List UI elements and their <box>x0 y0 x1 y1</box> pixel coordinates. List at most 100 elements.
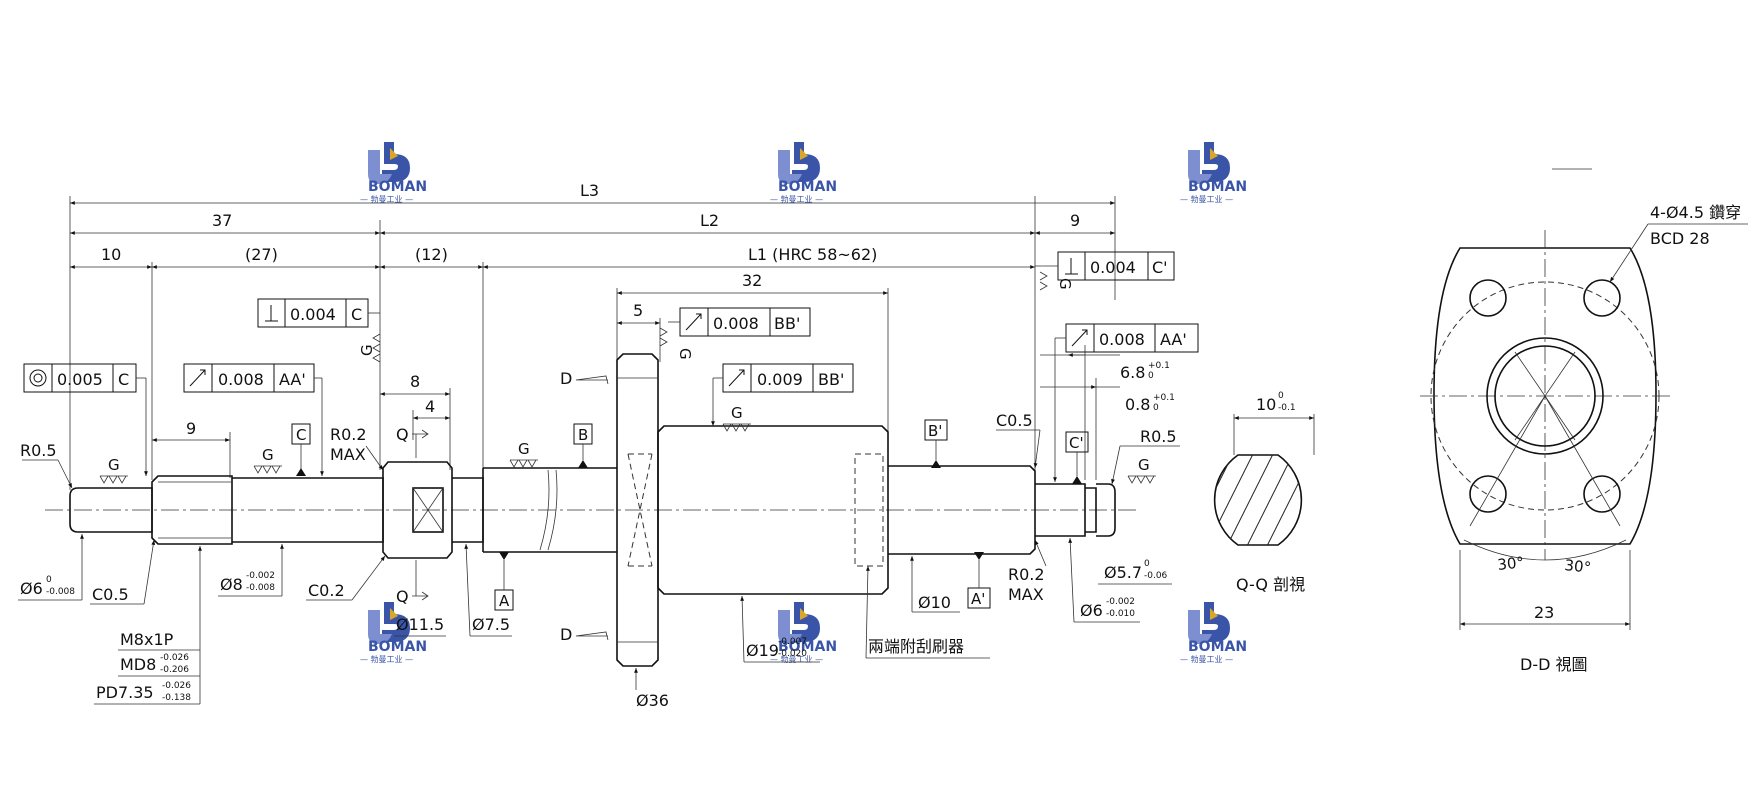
gdt-frame-runout-bb-flange: 0.008 BB' <box>668 307 811 337</box>
boman-logo: BOMAN — 勃曼工业 — <box>360 142 427 204</box>
dim-6-8: 6.8 <box>1120 363 1145 382</box>
dia36: Ø36 <box>636 691 669 710</box>
dia11-5: Ø11.5 <box>396 615 444 634</box>
svg-text:-0.06: -0.06 <box>1144 571 1168 581</box>
boman-logo: BOMAN — 勃曼工业 — <box>1180 142 1247 204</box>
dimension-texts: L3 37 L2 9 10 (27) (12) L1 (HRC 58~62) 3… <box>101 181 1175 438</box>
dim-0-8: 0.8 <box>1125 395 1150 414</box>
datum-b2: B' <box>928 422 942 440</box>
svg-text:-0.007: -0.007 <box>778 637 807 647</box>
dim-9-left: 9 <box>186 419 196 438</box>
dim-l3: L3 <box>580 181 599 200</box>
perpendicular-icon <box>1065 258 1078 275</box>
svg-text:0.005: 0.005 <box>57 370 103 389</box>
q-bottom: Q <box>396 587 409 606</box>
angle-30-left: 30° <box>1497 553 1525 574</box>
runout-icon <box>189 369 206 387</box>
svg-text:MAX: MAX <box>1008 585 1044 604</box>
svg-text:— 勃曼工业 —: — 勃曼工业 — <box>1180 194 1233 204</box>
dia19: Ø19 <box>746 641 779 660</box>
thread-pd: PD7.35 <box>96 683 154 702</box>
grinding-symbols: G G G G G G G G <box>99 271 1157 484</box>
note-wiper: 兩端附刮刷器 <box>868 637 964 656</box>
datum-c: C <box>296 426 306 444</box>
dim-10: 10 <box>101 245 121 264</box>
svg-text:G: G <box>518 440 530 458</box>
svg-text:G: G <box>731 404 743 422</box>
angle-30-right: 30° <box>1564 556 1592 577</box>
svg-text:0: 0 <box>1153 403 1159 413</box>
gdt-frame-runout-aa-left: 0.008 AA' <box>183 363 324 476</box>
svg-text:G: G <box>1056 278 1074 290</box>
ball-screw-shaft <box>45 353 1140 667</box>
bolt-hole <box>1469 475 1507 513</box>
dia8-left: Ø8 <box>220 575 243 594</box>
dia10: Ø10 <box>918 593 951 612</box>
svg-text:BB': BB' <box>818 370 844 389</box>
svg-text:BB': BB' <box>774 314 800 333</box>
gdt-frame-conc-c: 0.005 C <box>23 363 148 476</box>
svg-text:-0.026: -0.026 <box>162 681 191 691</box>
svg-text:— 勃曼工业 —: — 勃曼工业 — <box>360 194 413 204</box>
dim-4: 4 <box>425 397 435 416</box>
svg-text:-0.010: -0.010 <box>1106 609 1135 619</box>
d-bottom: D <box>560 625 572 644</box>
svg-text:-0.002: -0.002 <box>246 571 275 581</box>
svg-text:AA': AA' <box>279 370 306 389</box>
svg-text:— 勃曼工业 —: — 勃曼工业 — <box>360 654 413 664</box>
datum-c2: C' <box>1069 434 1084 452</box>
perpendicular-icon <box>265 305 278 322</box>
svg-text:C: C <box>351 305 362 324</box>
svg-text:-0.138: -0.138 <box>162 693 191 703</box>
svg-text:0.009: 0.009 <box>757 370 803 389</box>
thread-m8: M8x1P <box>120 630 174 649</box>
note-c05-top: C0.5 <box>996 411 1033 430</box>
dimension-lines <box>69 196 1120 490</box>
svg-text:BOMAN: BOMAN <box>778 179 837 195</box>
dia5-7: Ø5.7 <box>1104 563 1142 582</box>
datum-a: A <box>499 592 510 610</box>
boman-logo: BOMAN — 勃曼工业 — <box>770 602 837 664</box>
runout-icon <box>685 313 702 331</box>
dim-9-right: 9 <box>1070 211 1080 230</box>
svg-text:+0.1: +0.1 <box>1153 393 1175 403</box>
svg-text:0: 0 <box>1278 391 1284 401</box>
svg-text:0.008: 0.008 <box>1099 330 1145 349</box>
svg-text:G: G <box>262 446 274 464</box>
svg-text:0: 0 <box>1148 371 1154 381</box>
flange-view-dd: 30° 30° 23 D-D 視圖 4-Ø4.5 鑽穿 BCD 28 <box>1420 168 1748 674</box>
dim-l1: L1 (HRC 58~62) <box>748 245 877 264</box>
datum-b: B <box>578 426 588 444</box>
datum-markers: C B A B' A' C' <box>291 419 1089 611</box>
bolt-hole <box>1583 475 1621 513</box>
svg-text:BOMAN: BOMAN <box>368 179 427 195</box>
thread-md8: MD8 <box>120 655 156 674</box>
svg-text:— 勃曼工业 —: — 勃曼工业 — <box>770 654 823 664</box>
svg-text:MAX: MAX <box>330 445 366 464</box>
boman-logo: BOMAN — 勃曼工业 — <box>1180 602 1247 664</box>
dd-width: 23 <box>1534 603 1554 622</box>
note-r02-b: R0.2 <box>1008 565 1045 584</box>
boman-logo: BOMAN — 勃曼工业 — <box>360 602 427 664</box>
svg-text:BOMAN: BOMAN <box>778 639 837 655</box>
svg-text:AA': AA' <box>1160 330 1187 349</box>
dim-27: (27) <box>245 245 278 264</box>
svg-text:BOMAN: BOMAN <box>1188 179 1247 195</box>
svg-text:G: G <box>108 456 120 474</box>
dia6-right: Ø6 <box>1080 601 1103 620</box>
note-c02: C0.2 <box>308 581 345 600</box>
svg-text:-0.020: -0.020 <box>778 649 807 659</box>
svg-text:0.008: 0.008 <box>713 314 759 333</box>
d-top: D <box>560 369 572 388</box>
note-holes: 4-Ø4.5 鑽穿 <box>1650 203 1741 222</box>
svg-text:-0.002: -0.002 <box>1106 597 1135 607</box>
qq-width: 10 <box>1256 395 1276 414</box>
runout-icon <box>728 369 745 387</box>
svg-text:G: G <box>1138 456 1150 474</box>
qq-view-title: Q-Q 剖視 <box>1236 575 1305 594</box>
svg-text:— 勃曼工业 —: — 勃曼工业 — <box>770 194 823 204</box>
gdt-frame-perp-c: 0.004 C <box>257 298 380 328</box>
bolt-hole <box>1469 279 1507 317</box>
svg-text:BOMAN: BOMAN <box>368 639 427 655</box>
